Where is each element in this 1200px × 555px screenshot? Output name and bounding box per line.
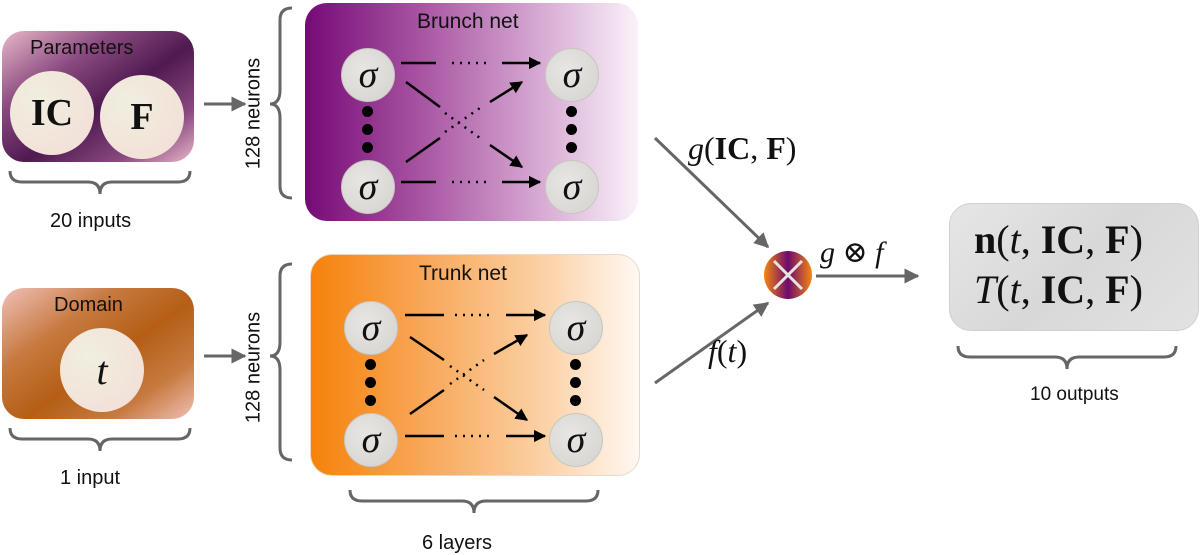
input-node-ic: IC [10, 71, 94, 155]
multiply-icon [772, 259, 804, 291]
output-T: T(t, IC, F) [974, 267, 1143, 312]
trunk-net-box: Trunk net σ σ σ σ [310, 254, 640, 476]
outputs-count-label: 10 outputs [1030, 384, 1119, 405]
input-node-f: F [100, 75, 184, 159]
branch-net-box: Brunch net σ σ σ σ [305, 3, 638, 221]
domain-box: Domain t [2, 288, 194, 419]
layers-label: 6 layers [422, 532, 493, 554]
sigma-label: σ [361, 307, 381, 349]
combiner-node [764, 251, 812, 299]
branch-neuron-top-left: σ [341, 48, 395, 102]
branch-ellipsis-right [566, 106, 577, 160]
sigma-label: σ [361, 419, 381, 461]
parameters-count-brace [8, 170, 192, 195]
domain-count-label: 1 input [60, 467, 121, 489]
sigma-label: σ [562, 166, 582, 208]
branch-neuron-bottom-right: σ [545, 160, 599, 214]
trunk-neuron-bottom-left: σ [344, 413, 398, 467]
trunk-edges [405, 308, 547, 443]
output-n: n(t, IC, F) [974, 217, 1143, 262]
input-node-t: t [60, 328, 144, 412]
domain-title: Domain [54, 294, 123, 316]
f-symbol: F [130, 96, 154, 138]
arrow-branch-to-combiner [653, 136, 770, 249]
outputs-count-brace [956, 345, 1178, 370]
trunk-neuron-top-left: σ [344, 301, 398, 355]
product-label: g ⊗ f [820, 236, 884, 269]
sigma-label: σ [562, 54, 582, 96]
domain-count-brace [8, 427, 192, 452]
outputs-box: n(t, IC, F) T(t, IC, F) [949, 203, 1199, 331]
ic-symbol: IC [30, 92, 74, 134]
trunk-neurons-brace [269, 262, 293, 462]
parameters-count-label: 20 inputs [50, 210, 132, 232]
t-symbol: t [96, 347, 108, 393]
branch-neuron-top-right: σ [545, 48, 599, 102]
trunk-ellipsis-right [570, 359, 581, 413]
branch-edges [401, 56, 542, 189]
branch-neuron-bottom-left: σ [341, 160, 395, 214]
sigma-label: σ [358, 54, 378, 96]
trunk-ellipsis-left [365, 359, 376, 413]
branch-neurons-brace [269, 6, 293, 200]
trunk-neuron-bottom-right: σ [549, 413, 603, 467]
arrow-trunk-to-combiner [654, 301, 770, 385]
trunk-output-label: f(t) [708, 333, 748, 369]
trunk-neuron-top-right: σ [549, 301, 603, 355]
branch-net-title: Brunch net [417, 10, 519, 33]
sigma-label: σ [566, 419, 586, 461]
parameters-box: Parameters IC F [2, 31, 194, 162]
sigma-label: σ [566, 307, 586, 349]
branch-ellipsis-left [362, 106, 373, 160]
trunk-net-title: Trunk net [419, 262, 507, 285]
branch-output-label: g(IC, F) [688, 130, 797, 166]
layers-brace [348, 489, 600, 514]
parameters-title: Parameters [30, 37, 134, 59]
sigma-label: σ [358, 166, 378, 208]
